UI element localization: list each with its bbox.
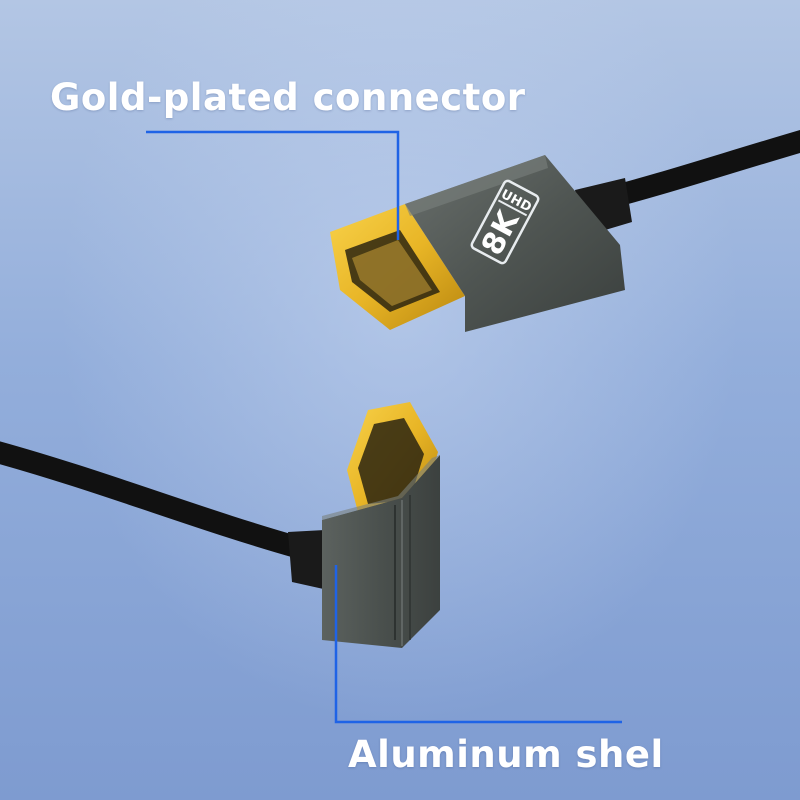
bottom-cable bbox=[0, 441, 311, 559]
aluminum-shell-label: Aluminum shel bbox=[348, 733, 664, 776]
hdmi-connector-top: 8K UHD bbox=[330, 130, 800, 332]
callout-bottom bbox=[334, 565, 622, 724]
callout-top bbox=[146, 130, 400, 240]
gold-plated-connector-label: Gold-plated connector bbox=[50, 76, 526, 119]
bottom-strain-relief bbox=[288, 530, 328, 590]
mini-hdmi-connector-bottom bbox=[0, 402, 440, 648]
top-cable bbox=[589, 130, 800, 211]
